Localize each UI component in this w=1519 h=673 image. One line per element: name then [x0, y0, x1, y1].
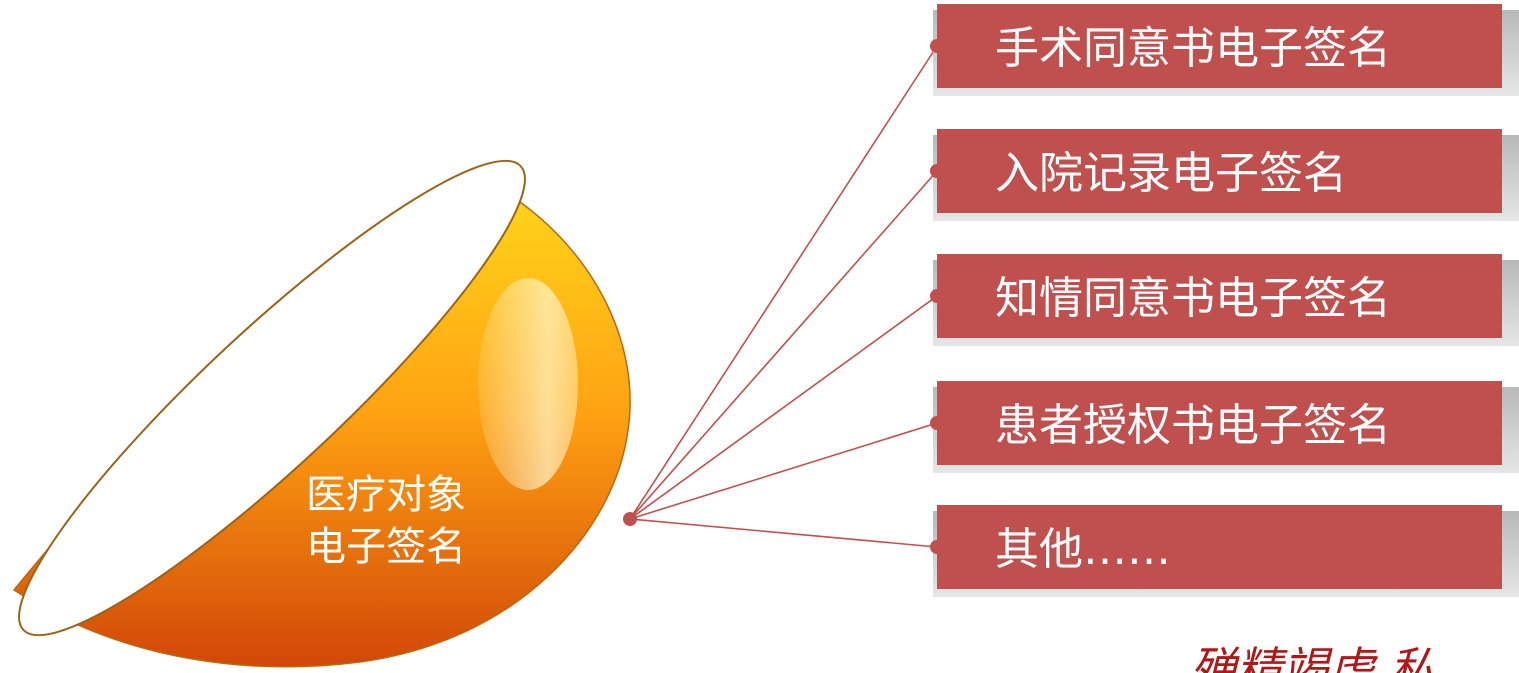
item-bullet-4 — [930, 416, 944, 430]
calligraphy-signature: 殚精竭虑 私 — [1190, 642, 1435, 673]
connector-line-2 — [629, 170, 938, 520]
item-box-2: 入院记录电子签名 — [930, 129, 1519, 221]
item-bullet-2 — [930, 164, 944, 178]
hub-dot — [623, 512, 637, 526]
item-label-3: 知情同意书电子签名 — [995, 273, 1391, 324]
item-label-2: 入院记录电子签名 — [995, 148, 1347, 199]
bowl-highlight — [478, 278, 578, 490]
connector-line-3 — [629, 295, 938, 520]
item-box-1: 手术同意书电子签名 — [930, 4, 1519, 96]
connector-line-4 — [629, 422, 938, 520]
center-label-line2: 电子签名 — [306, 524, 466, 570]
item-box-5: 其他…… — [930, 505, 1519, 597]
item-label-5: 其他…… — [995, 524, 1171, 575]
item-label-1: 手术同意书电子签名 — [995, 23, 1391, 74]
item-label-4: 患者授权书电子签名 — [995, 400, 1391, 451]
connector-line-5 — [629, 518, 938, 548]
bowl-rim — [18, 159, 526, 637]
item-bullet-5 — [930, 540, 944, 554]
item-box-3: 知情同意书电子签名 — [930, 254, 1519, 346]
item-box-4: 患者授权书电子签名 — [930, 381, 1519, 473]
connector-lines — [629, 45, 938, 548]
item-bullet-1 — [930, 39, 944, 53]
bowl-shape — [12, 159, 631, 668]
item-bullet-3 — [930, 289, 944, 303]
center-label-line1: 医疗对象 — [306, 472, 466, 518]
connector-line-1 — [629, 45, 938, 520]
